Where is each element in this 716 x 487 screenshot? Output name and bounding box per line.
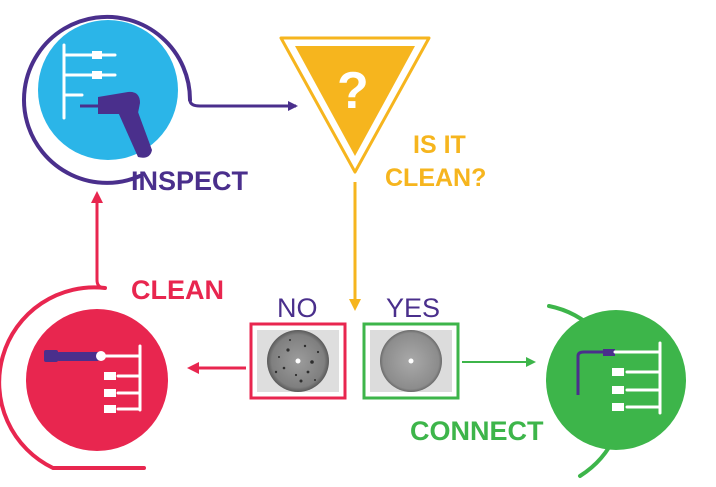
clean-ring — [0, 285, 146, 470]
connect-node — [546, 304, 686, 478]
inspect-ring — [22, 14, 192, 185]
fiber-inspection-scope-icon — [62, 43, 117, 120]
clean-node — [0, 191, 168, 470]
inspect-node — [22, 14, 192, 185]
arrow-clean-to-inspect — [91, 191, 106, 290]
decision-label-line1: IS IT — [413, 131, 466, 159]
question-mark: ? — [337, 62, 369, 120]
arrow-inspect-to-decision — [188, 99, 298, 111]
inspect-circle — [38, 20, 178, 160]
inspect-label: INSPECT — [131, 166, 249, 196]
decision-label-line2: CLEAN? — [385, 164, 487, 192]
connect-label: CONNECT — [410, 416, 544, 446]
clean-circle — [26, 309, 168, 451]
fiber-cleaning-tool-icon — [44, 344, 142, 413]
fiber-connector-icon — [576, 341, 662, 415]
clean-label: CLEAN — [131, 275, 224, 305]
dirty-fiber-endface-image — [249, 322, 347, 400]
clean-fiber-endface-image — [362, 322, 460, 400]
yes-label: YES — [386, 293, 441, 323]
no-label: NO — [277, 293, 318, 323]
connect-circle — [546, 310, 686, 450]
inspection-probe — [80, 91, 152, 158]
warning-triangle-question-icon — [279, 36, 431, 174]
